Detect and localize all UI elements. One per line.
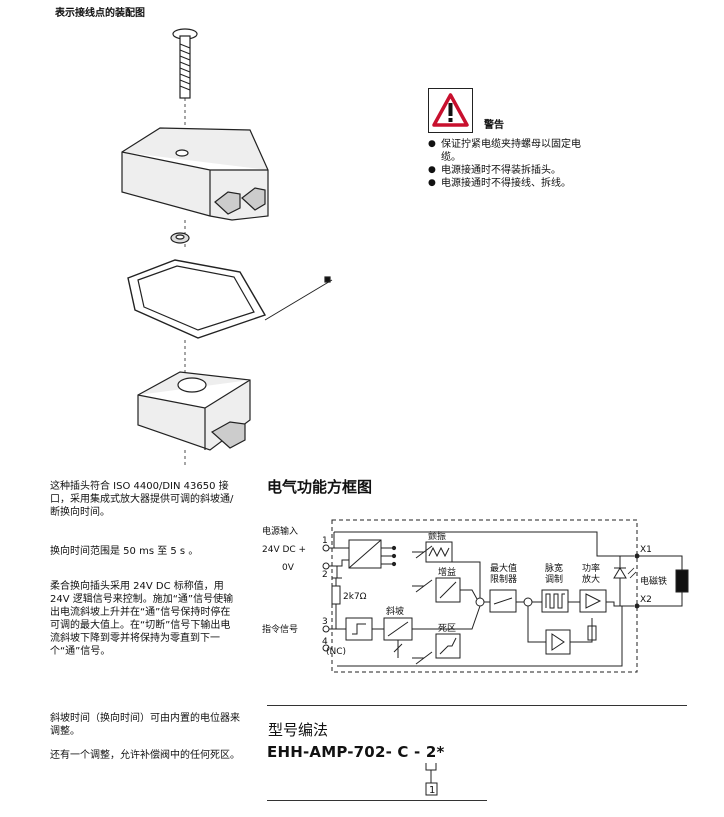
power-input-label: 电源输入	[262, 525, 298, 537]
warning-box	[428, 88, 473, 133]
deadband-label: 死区	[438, 623, 456, 634]
deadband-block	[435, 633, 461, 659]
flyback-diode-icon	[613, 567, 627, 579]
zero-volt-label: 0V	[282, 563, 295, 573]
solenoid-coil	[675, 569, 689, 593]
pin-2-label: 2	[322, 570, 328, 580]
input-comparator-block	[345, 617, 373, 641]
pin-4-label: 4	[322, 637, 328, 647]
assembly-section-title: 表示接线点的装配图	[55, 8, 145, 19]
limiter-label-2: 限制器	[490, 573, 517, 585]
power-supply-block	[348, 539, 382, 569]
solenoid-label: 电磁铁	[640, 575, 667, 587]
ramp-adjust-paragraph: 斜坡时间（换向时间）可由内置的电位器来调整。	[50, 713, 240, 737]
connector-assembly-drawing	[121, 28, 333, 468]
housing-cover	[121, 127, 269, 221]
description-paragraph: 这种插头符合 ISO 4400/DIN 43650 接口，采用集成式放大器提供可…	[50, 481, 234, 518]
warning-item: 保证拧紧电缆夹持螺母以固定电缆。	[428, 138, 591, 164]
dither-label: 颤振	[428, 530, 446, 542]
warning-title: 警告	[484, 120, 504, 131]
model-code-title: 型号编法	[268, 721, 329, 739]
amp-label-2: 放大	[582, 573, 600, 585]
supply-label: 24V DC +	[262, 545, 306, 555]
power-amp-block	[579, 589, 607, 613]
divider-bottom	[267, 800, 487, 801]
model-code: EHH-AMP-702- C - 2*	[267, 743, 445, 761]
command-signal-label: 指令信号	[262, 623, 298, 635]
nc-label: (NC)	[326, 647, 346, 657]
ramp-label: 斜坡	[386, 605, 404, 617]
amp-label-1: 功率	[582, 562, 600, 574]
gain-label: 增益	[438, 566, 456, 578]
output-x1-label: X1	[640, 545, 652, 555]
max-limiter-block	[489, 589, 517, 613]
pin-2	[322, 562, 330, 570]
deadband-paragraph: 还有一个调整，允许补偿阀中的任何死区。	[50, 750, 240, 761]
pwm-label-2: 调制	[545, 573, 563, 585]
warning-list: 保证拧紧电缆夹持螺母以固定电缆。 电源接通时不得装拆插头。 电源接通时不得接线、…	[428, 138, 688, 190]
divider-top	[267, 705, 687, 706]
dither-block	[425, 541, 453, 563]
model-code-bracket: 1	[425, 763, 438, 796]
pwm-label-1: 脉宽	[545, 562, 563, 574]
warning-item: 电源接通时不得接线、拆线。	[428, 177, 688, 190]
warning-item: 电源接通时不得装拆插头。	[428, 164, 688, 177]
input-resistor	[331, 585, 341, 605]
switching-time-paragraph: 换向时间范围是 50 ms 至 5 s 。	[50, 546, 199, 557]
pwm-block	[541, 589, 569, 613]
pin-4	[322, 644, 330, 652]
pin-1-label: 1	[322, 536, 328, 546]
current-sense-block	[545, 629, 571, 655]
warning-triangle-icon	[432, 93, 469, 127]
pin-3-label: 3	[322, 617, 328, 627]
resistor-label: 2k7Ω	[343, 592, 367, 602]
function-block-diagram: 电源输入 24V DC + 0V 指令信号 1 2 3 4 (NC) 2k7Ω …	[262, 519, 689, 673]
output-x2-label: X2	[640, 595, 652, 605]
diagram-title: 电气功能方框图	[267, 478, 373, 496]
model-index-label: 1	[429, 785, 435, 796]
limiter-label-1: 最大值	[490, 562, 517, 574]
control-paragraph: 柔合换向插头采用 24V DC 标称值，用 24V 逻辑信号来控制。施加“通”信…	[50, 581, 234, 657]
screw-shank	[179, 35, 191, 99]
